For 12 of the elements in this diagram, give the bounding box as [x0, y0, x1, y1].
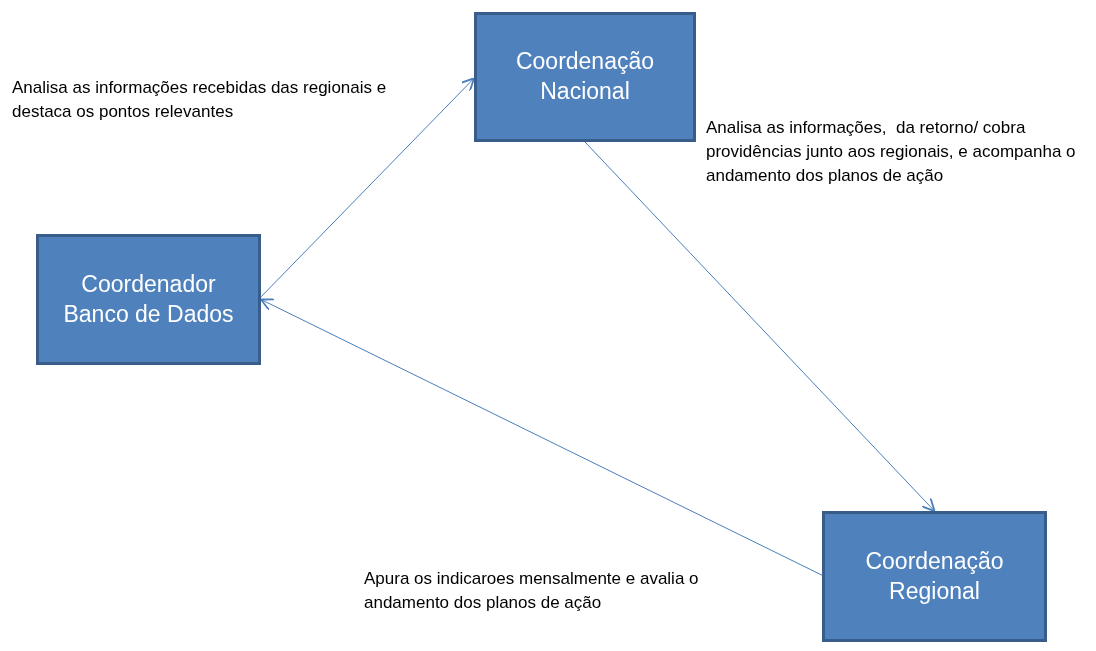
- process-box: [822, 511, 1047, 642]
- process-box: [474, 12, 696, 142]
- box-label: Coordenação Nacional: [514, 47, 656, 106]
- arrow: [260, 77, 475, 298]
- annotation-text: Apura os indicaroes mensalmente e avalia o andamento dos planos de ação: [364, 568, 700, 614]
- arrow: [260, 298, 823, 576]
- box-label: Coordenação Regional: [864, 546, 1005, 606]
- annotation-text: Analisa as informações, da retorno/ cobra providências junto aos regionais, e acompanha o andamento dos planos de ação: [706, 117, 1077, 187]
- arrow: [584, 141, 936, 512]
- annotation-text: Analisa as informações recebidas das regionais e destaca os pontos relevantes: [12, 77, 388, 123]
- process-box: [36, 234, 261, 365]
- box-label: Coordenador Banco de Dados: [62, 269, 235, 329]
